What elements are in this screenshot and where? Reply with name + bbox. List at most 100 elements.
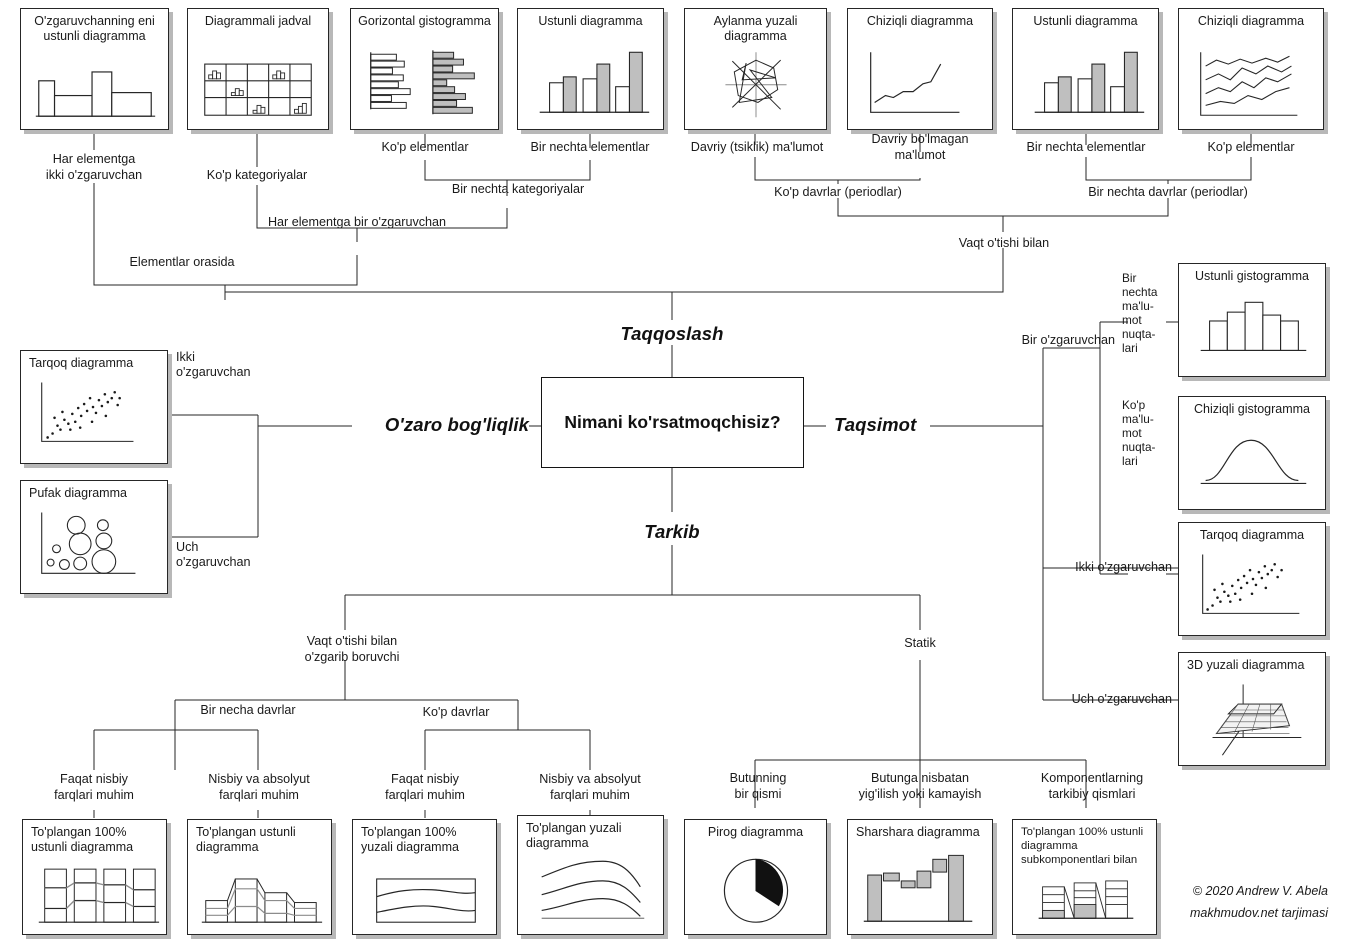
- card-title: To'plangan yuzali diagramma: [526, 821, 622, 850]
- card-bell-curve[interactable]: Chiziqli gistogramma: [1178, 396, 1326, 510]
- label-one-var-per-item: Har elementga bir o'zgaruvchan: [267, 215, 447, 229]
- pie-art: [685, 820, 826, 934]
- branch-distribution: Taqsimot: [834, 414, 917, 435]
- stacked-area-art: [518, 816, 663, 934]
- card-title: Pufak diagramma: [29, 486, 127, 500]
- card-title: Tarqoq diagramma: [29, 356, 134, 370]
- label-relative-only-1: Faqat nisbiy farqlari muhim: [54, 772, 134, 802]
- branch-comparison: Taqqoslash: [620, 323, 724, 344]
- scatter-art-2: [1179, 523, 1325, 635]
- card-horizontal-bar[interactable]: Gorizontal gistogramma: [350, 8, 499, 130]
- stacked-100-area-art: [353, 820, 496, 934]
- credit-line-2: makhmudov.net tarjimasi: [1189, 906, 1328, 920]
- card-line-multi[interactable]: Chiziqli diagramma: [1178, 8, 1324, 130]
- label-static: Statik: [904, 636, 936, 650]
- label-few-periods-comp: Bir necha davrlar: [200, 703, 296, 717]
- card-title: Chiziqli gistogramma: [1193, 402, 1310, 416]
- card-title: Gorizontal gistogramma: [358, 14, 491, 28]
- card-title: O'zgaruvchanning eni ustunli diagramma: [34, 14, 155, 43]
- table-with-charts-art: [188, 9, 328, 129]
- card-title: Diagrammali jadval: [204, 14, 312, 28]
- variable-width-column-art: [21, 9, 168, 129]
- surface-3d-art: [1179, 653, 1325, 765]
- bell-curve-art: [1179, 397, 1325, 509]
- label-many-periods: Ko'p davrlar (periodlar): [774, 185, 902, 199]
- bubble-art: [21, 481, 167, 593]
- label-components-of-components: Komponentlarning tarkibiy qismlari: [1040, 771, 1144, 801]
- label-many-items: Ko'p elementlar: [381, 140, 469, 154]
- scatter-art: [21, 351, 167, 463]
- center-question-box[interactable]: Nimani ko'rsatmoqchisiz?: [541, 377, 804, 468]
- label-three-variables-dist: Uch o'zgaruvchan: [1071, 692, 1172, 706]
- card-stacked-100-area[interactable]: To'plangan 100% yuzali diagramma: [352, 819, 497, 935]
- label-two-vars-per-item: Har elementga ikki o'zgaruvchan: [45, 152, 143, 182]
- card-column-paired-2[interactable]: Ustunli diagramma: [1012, 8, 1159, 130]
- label-relative-only-2: Faqat nisbiy farqlari muhim: [385, 772, 465, 802]
- label-two-variables-rel: Ikki o'zgaruvchan: [176, 350, 251, 379]
- card-title: Ustunli diagramma: [1033, 14, 1138, 28]
- label-few-data-points: Bir nechta ma'lu- mot nuqta- lari: [1122, 271, 1158, 355]
- card-title: Sharshara diagramma: [856, 825, 980, 839]
- label-relative-absolute-1: Nisbiy va absolyut farqlari muhim: [208, 772, 310, 802]
- waterfall-art: [848, 820, 992, 934]
- label-non-cyclical-data: Davriy bo'lmagan ma'lumot: [871, 132, 969, 162]
- label-among-items: Elementlar orasida: [129, 255, 235, 269]
- label-many-data-points: Ko'p ma'lu- mot nuqta- lari: [1122, 398, 1156, 468]
- card-scatter-relationship[interactable]: Tarqoq diagramma: [20, 350, 168, 464]
- card-title: Aylanma yuzali diagramma: [713, 14, 798, 43]
- column-paired-art-2: [1013, 9, 1158, 129]
- horizontal-bar-pair-art: [351, 9, 498, 129]
- card-title: Pirog diagramma: [707, 825, 804, 839]
- card-title: To'plangan 100% ustunli diagramma: [31, 825, 134, 854]
- card-title: Ustunli diagramma: [538, 14, 643, 28]
- card-column-paired-1[interactable]: Ustunli diagramma: [517, 8, 664, 130]
- label-few-items-2: Bir nechta elementlar: [1026, 140, 1146, 154]
- credit-line-1: © 2020 Andrew V. Abela: [1192, 884, 1328, 898]
- label-many-items-2: Ko'p elementlar: [1207, 140, 1295, 154]
- card-table-with-charts[interactable]: Diagrammali jadval: [187, 8, 329, 130]
- stacked-100-column-art: [23, 820, 166, 934]
- histogram-art: [1179, 264, 1325, 376]
- label-many-periods-comp: Ko'p davrlar: [422, 705, 490, 719]
- card-scatter-distribution[interactable]: Tarqoq diagramma: [1178, 522, 1326, 636]
- column-paired-art: [518, 9, 663, 129]
- label-few-periods: Bir nechta davrlar (periodlar): [1088, 185, 1248, 199]
- label-accumulation: Butunga nisbatan yig'ilish yoki kamayish: [858, 771, 982, 801]
- label-two-variables-dist: Ikki o'zgaruvchan: [1075, 560, 1172, 574]
- line-multi-art: [1179, 9, 1323, 129]
- branch-relationship: O'zaro bog'liqlik: [384, 414, 529, 435]
- label-changing-over-time: Vaqt o'tishi bilan o'zgarib boruvchi: [304, 634, 400, 664]
- label-three-variables-rel: Uch o'zgaruvchan: [176, 540, 251, 569]
- card-title: To'plangan ustunli diagramma: [196, 825, 296, 854]
- branch-composition: Tarkib: [644, 521, 700, 542]
- label-cyclical-data: Davriy (tsiklik) ma'lumot: [690, 140, 824, 154]
- card-title: Chiziqli diagramma: [866, 14, 974, 28]
- card-circular-area[interactable]: Aylanma yuzali diagramma: [684, 8, 827, 130]
- card-stacked-100-column[interactable]: To'plangan 100% ustunli diagramma: [22, 819, 167, 935]
- card-title: To'plangan 100% ustunli diagramma subkom…: [1021, 826, 1144, 866]
- card-stacked-area[interactable]: To'plangan yuzali diagramma: [517, 815, 664, 935]
- card-histogram[interactable]: Ustunli gistogramma: [1178, 263, 1326, 377]
- label-relative-absolute-2: Nisbiy va absolyut farqlari muhim: [539, 772, 641, 802]
- card-title: To'plangan 100% yuzali diagramma: [361, 825, 459, 854]
- circular-area-art: [685, 9, 826, 129]
- card-stacked-column[interactable]: To'plangan ustunli diagramma: [187, 819, 332, 935]
- stacked-column-art: [188, 820, 331, 934]
- card-title: Tarqoq diagramma: [1199, 528, 1305, 542]
- label-over-time: Vaqt o'tishi bilan: [958, 236, 1050, 250]
- card-title: 3D yuzali diagramma: [1187, 658, 1305, 672]
- card-title: Chiziqli diagramma: [1197, 14, 1305, 28]
- card-waterfall[interactable]: Sharshara diagramma: [847, 819, 993, 935]
- card-pie[interactable]: Pirog diagramma: [684, 819, 827, 935]
- card-stacked-100-subcomponents[interactable]: To'plangan 100% ustunli diagramma subkom…: [1012, 819, 1157, 935]
- card-surface-3d[interactable]: 3D yuzali diagramma: [1178, 652, 1326, 766]
- card-bubble[interactable]: Pufak diagramma: [20, 480, 168, 594]
- label-share-of-total: Butunning bir qismi: [729, 771, 787, 801]
- card-line-rising[interactable]: Chiziqli diagramma: [847, 8, 993, 130]
- label-many-categories: Ko'p kategoriyalar: [206, 168, 308, 182]
- label-few-items: Bir nechta elementlar: [530, 140, 650, 154]
- card-title: Ustunli gistogramma: [1195, 269, 1309, 283]
- card-variable-width-column[interactable]: O'zgaruvchanning eni ustunli diagramma: [20, 8, 169, 130]
- line-rising-art: [848, 9, 992, 129]
